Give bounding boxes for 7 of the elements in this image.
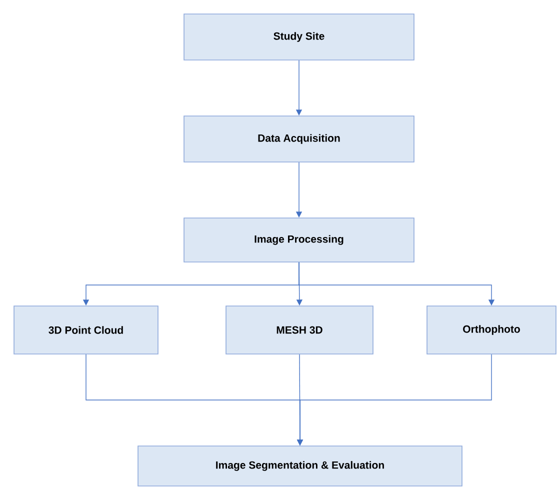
process-box: Image Processing — [184, 218, 414, 262]
process-box: Data Acquisition — [184, 116, 414, 162]
process-box: Orthophoto — [426, 306, 556, 354]
process-box: 3D Point Cloud — [14, 306, 158, 354]
process-box: MESH 3D — [226, 306, 374, 354]
process-box: Study Site — [184, 14, 414, 60]
process-box: Image Segmentation & Evaluation — [138, 446, 462, 486]
